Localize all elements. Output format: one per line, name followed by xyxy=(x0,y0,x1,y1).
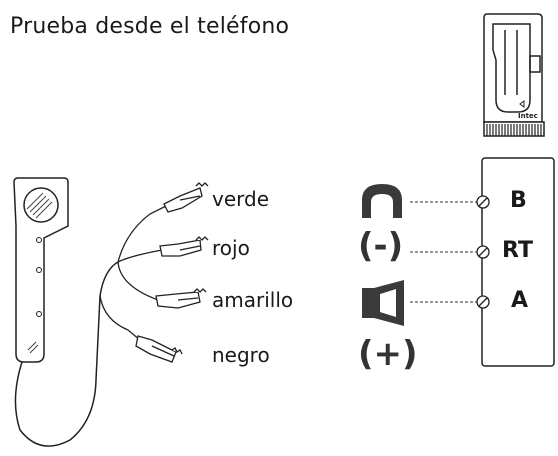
screw-terminal-rt xyxy=(476,245,490,259)
handset-coil xyxy=(486,124,542,136)
terminal-block xyxy=(481,157,555,367)
clip-rojo xyxy=(159,236,209,257)
test-cable xyxy=(14,261,119,447)
speaker-icon xyxy=(362,280,404,326)
wire-label-verde: verde xyxy=(212,187,270,211)
test-handset-drawing xyxy=(13,177,69,363)
screw-terminal-b xyxy=(476,195,490,209)
handset-brand: Intec xyxy=(518,112,538,120)
page-title: Prueba desde el teléfono xyxy=(10,14,290,39)
clip-amarillo xyxy=(155,288,207,309)
terminal-label-a: A xyxy=(511,288,529,313)
minus-symbol: (-) xyxy=(358,226,404,266)
terminal-label-b: B xyxy=(510,188,527,213)
wire-label-negro: negro xyxy=(212,343,270,367)
wire-label-amarillo: amarillo xyxy=(212,288,294,312)
microphone-icon xyxy=(362,184,402,218)
handset-grille xyxy=(26,192,53,354)
branch-wires xyxy=(99,205,167,341)
clip-verde xyxy=(163,182,209,213)
plus-symbol: (+) xyxy=(358,334,418,374)
clip-negro xyxy=(135,335,183,363)
wire-label-rojo: rojo xyxy=(212,236,250,260)
terminal-label-rt: RT xyxy=(502,238,533,263)
screw-terminal-a xyxy=(476,295,490,309)
